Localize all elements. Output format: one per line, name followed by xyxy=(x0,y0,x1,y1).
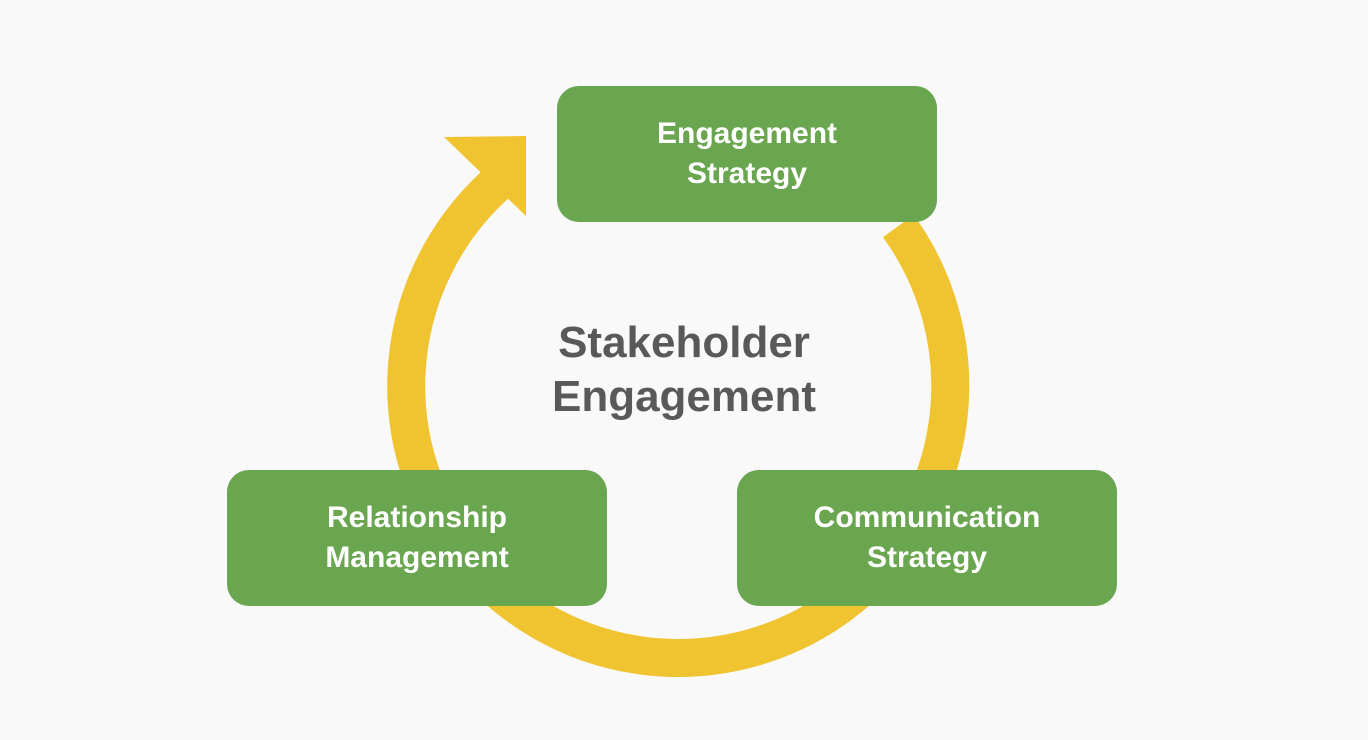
center-title: Stakeholder Engagement xyxy=(484,316,884,424)
node-relationship-management-line2: Management xyxy=(325,541,509,574)
node-communication-strategy-line1: Communication xyxy=(813,501,1041,534)
center-title-line1: Stakeholder xyxy=(558,318,810,367)
center-title-line2: Engagement xyxy=(551,372,817,421)
node-relationship-management-line1: Relationship xyxy=(326,501,507,534)
node-communication-strategy: Communication Strategy xyxy=(737,470,1117,606)
cycle-arrowhead xyxy=(444,136,526,216)
node-engagement-strategy-line1: Engagement xyxy=(656,117,838,150)
node-relationship-management: Relationship Management xyxy=(227,470,607,606)
cycle-arc xyxy=(387,163,970,677)
node-communication-strategy-line2: Strategy xyxy=(866,541,988,574)
node-engagement-strategy: Engagement Strategy xyxy=(557,86,937,222)
node-engagement-strategy-line2: Strategy xyxy=(686,157,808,190)
